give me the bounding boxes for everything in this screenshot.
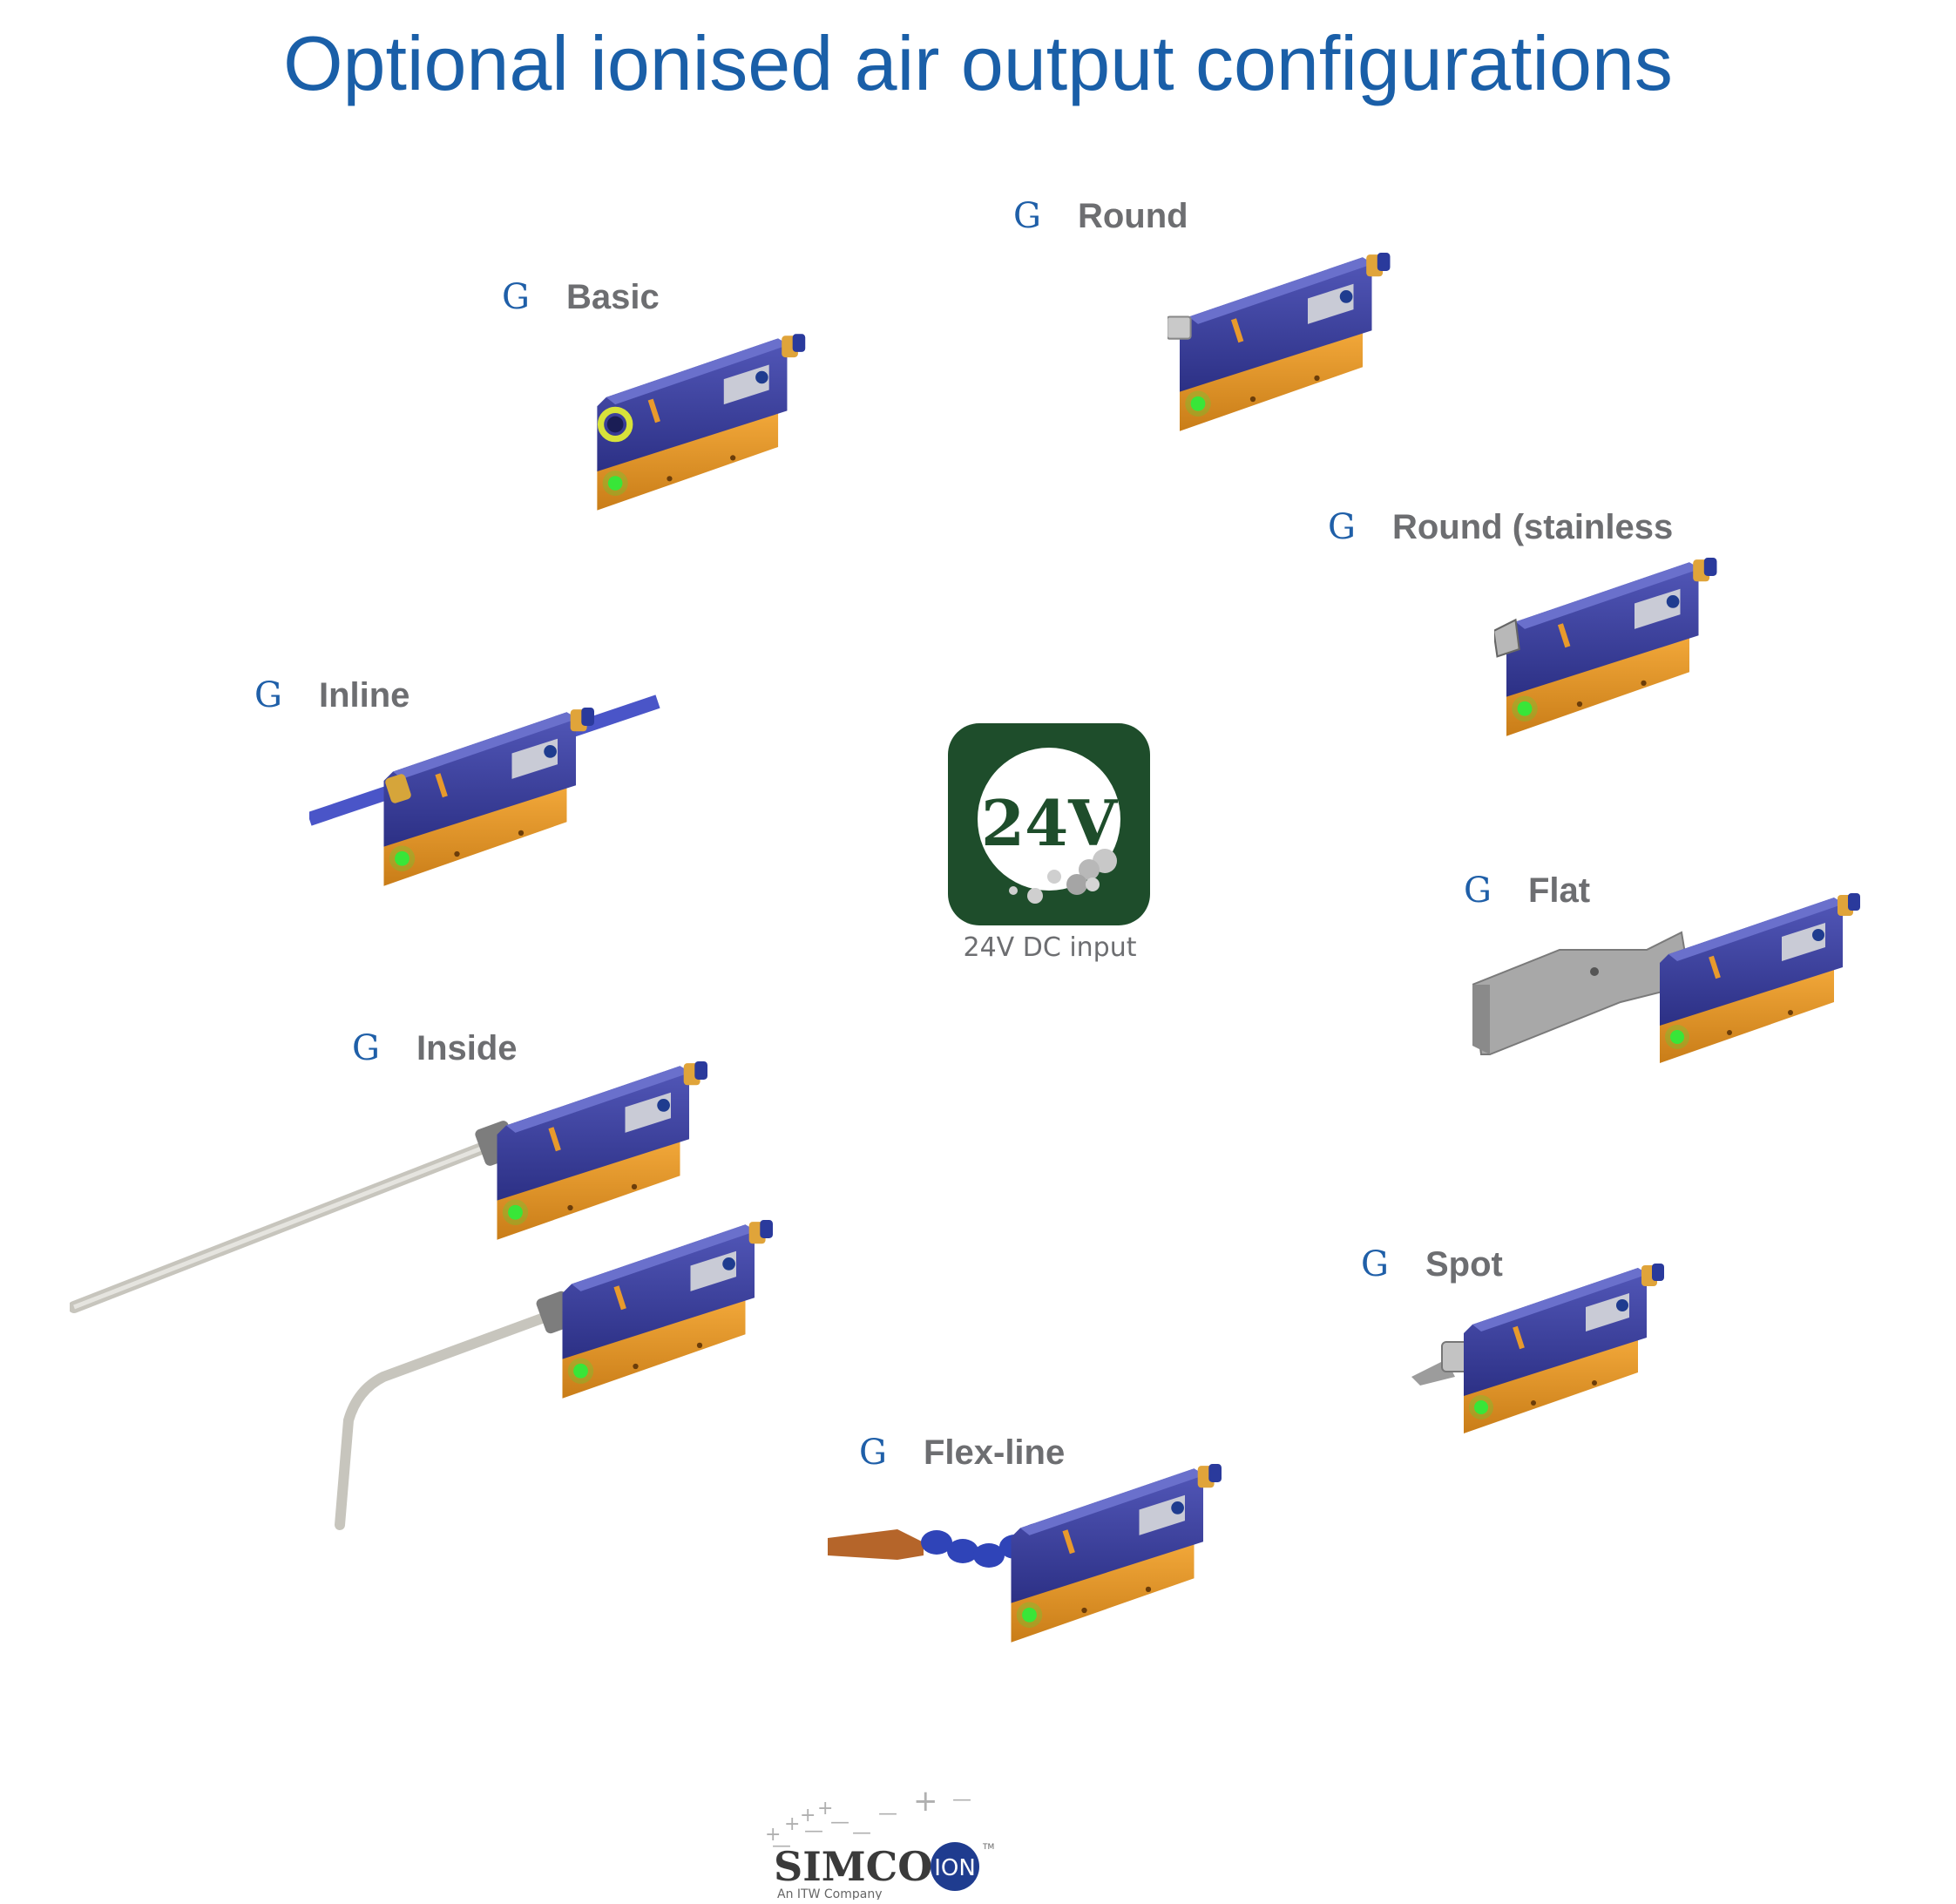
svg-text:—: — [878, 1803, 897, 1825]
bullet-icon: G [859, 1433, 887, 1473]
svg-text:—: — [852, 1822, 871, 1844]
bullet-icon: G [254, 675, 282, 715]
ionizer-spot-image [1411, 1264, 1664, 1433]
bullet-icon: G [1328, 507, 1356, 547]
logo-tagline: An ITW Company [777, 1887, 882, 1900]
ionizer-round-image [1166, 253, 1411, 436]
24v-icon: 24V [948, 723, 1150, 925]
svg-text:+: + [765, 1824, 781, 1846]
bullet-icon: G [1361, 1244, 1389, 1284]
svg-text:+: + [817, 1798, 833, 1819]
ionizer-round-stainless-image [1492, 558, 1738, 741]
svg-text:+: + [784, 1813, 800, 1835]
ionizer-inside-bent-image [335, 1220, 773, 1530]
device-round [1166, 253, 1411, 436]
device-spot [1411, 1255, 1682, 1455]
device-basic [588, 333, 823, 516]
device-flat [1471, 880, 1882, 1081]
svg-text:—: — [952, 1789, 971, 1811]
device-flex-line [828, 1455, 1246, 1664]
svg-text:—: — [772, 1835, 791, 1857]
svg-text:TM: TM [982, 1843, 994, 1852]
svg-text:—: — [804, 1820, 823, 1842]
ionizer-basic-image [588, 333, 823, 516]
bullet-icon: G [502, 277, 530, 317]
simco-ion-logo: +++ +—— —+— —— SIMCO ION TM An ITW Compa… [765, 1778, 1026, 1901]
logo-text: SIMCO [774, 1843, 932, 1890]
svg-text:+: + [800, 1805, 816, 1826]
bullet-icon: G [1013, 196, 1041, 236]
logo-ion-text: ION [934, 1855, 976, 1881]
bullet-icon: G [352, 1028, 380, 1068]
device-inline [307, 688, 667, 889]
ionizer-inline-image [307, 695, 660, 886]
device-round-stainless [1492, 558, 1738, 741]
device-inside-bent [331, 1220, 802, 1534]
ionizer-flat-image [1471, 893, 1860, 1063]
bullet-icon: G [1464, 871, 1492, 911]
badge-label: 24V [981, 786, 1118, 860]
simco-ion-logo-image: +++ +—— —+— —— SIMCO ION TM An ITW Compa… [765, 1784, 994, 1901]
badge-caption: 24V DC input [963, 932, 1137, 963]
svg-text:—: — [830, 1812, 849, 1833]
page-title: Optional ionised air output configuratio… [283, 20, 1673, 106]
device-inside-straight [68, 1054, 741, 1316]
24v-badge: 24V [948, 723, 1150, 925]
ionizer-inside-straight-image [68, 1061, 707, 1313]
svg-text:+: + [913, 1784, 938, 1819]
ionizer-flex-line-image [828, 1464, 1222, 1643]
